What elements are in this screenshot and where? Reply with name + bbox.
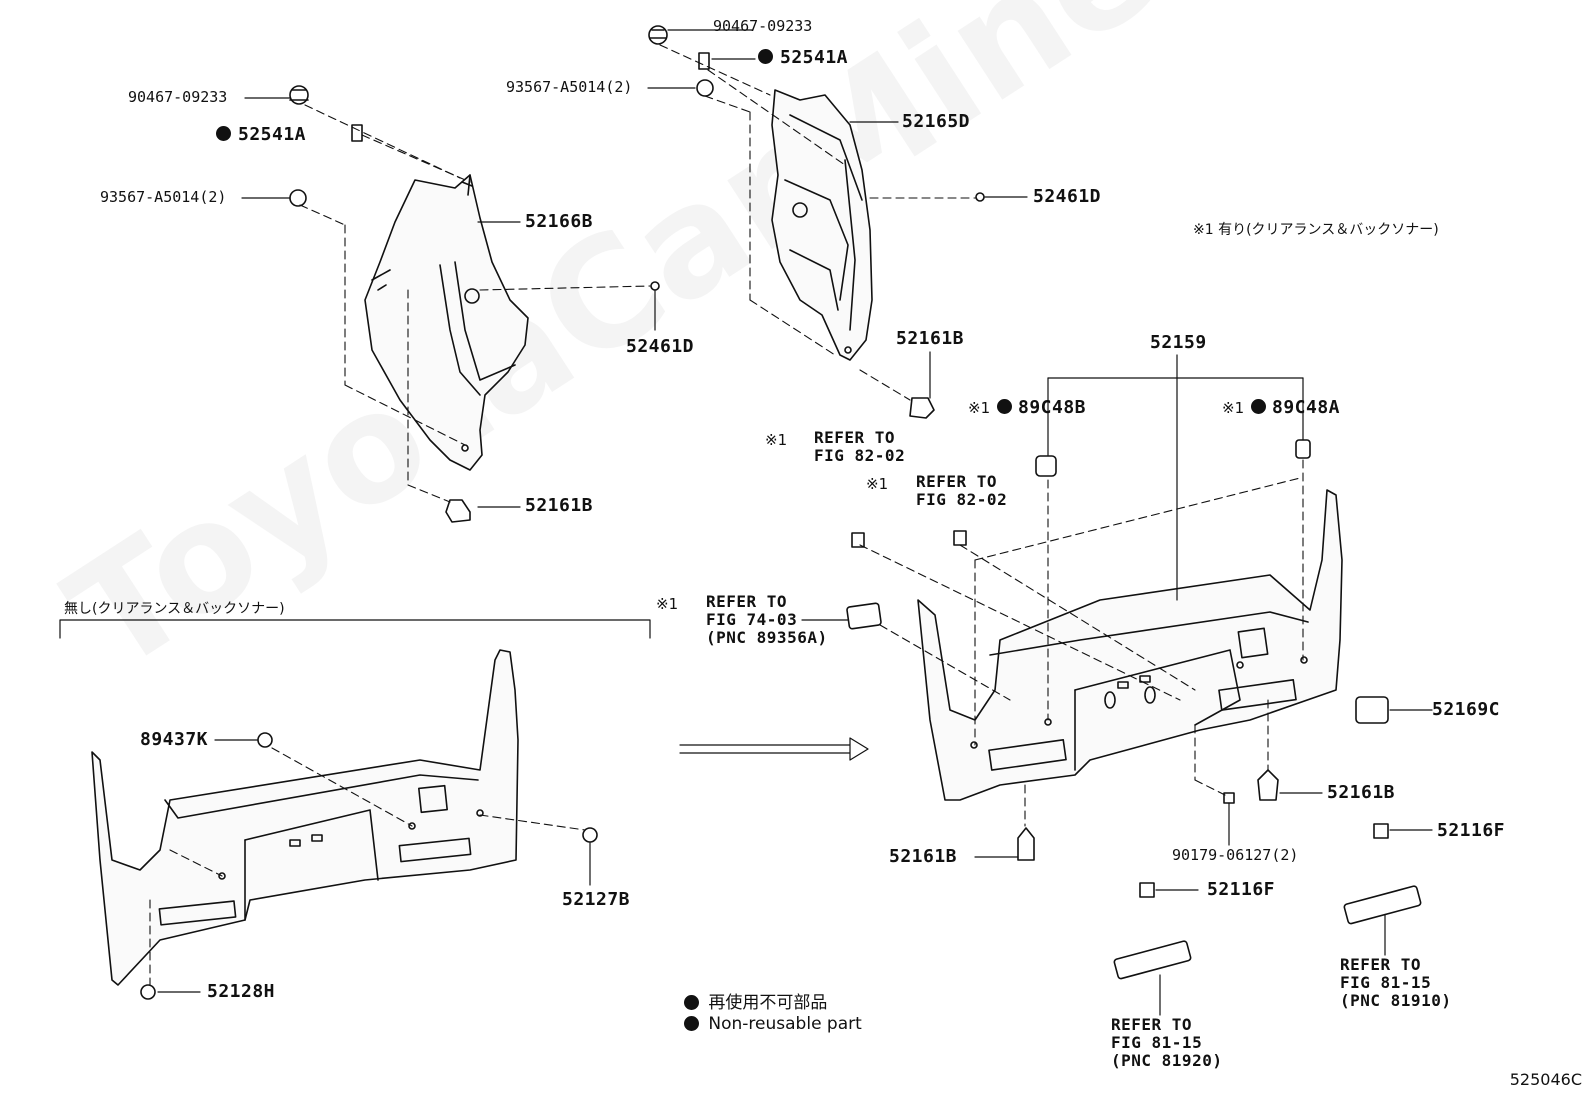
- legend-jp: 再使用不可部品: [684, 988, 827, 1013]
- leader-lines: [59, 29, 1433, 1016]
- note-with-sonar: ※1 有り(クリアランス＆バックソナー): [1193, 222, 1439, 238]
- part-label-52159: 52159: [1150, 332, 1207, 353]
- non-reusable-dot-icon: [216, 126, 231, 141]
- fasteners: [140, 25, 1422, 1000]
- part-label-52161B-left: 52161B: [525, 495, 594, 516]
- part-label-52116F-a: 52116F: [1437, 820, 1506, 841]
- back-panel-52159: [917, 489, 1343, 801]
- part-label-90467-09233-top: 90467-09233: [713, 17, 813, 35]
- side-panel-52166B: [364, 174, 529, 471]
- part-label-52116F-b: 52116F: [1207, 879, 1276, 900]
- ref-fig-74-03: REFER TO FIG 74-03 (PNC 89356A): [706, 592, 828, 647]
- part-label-52169C: 52169C: [1432, 699, 1501, 720]
- part-label-52161B-mid: 52161B: [896, 328, 965, 349]
- part-label-90179-06127: 90179-06127(2): [1172, 846, 1299, 864]
- part-label-52461D-right: 52461D: [1033, 186, 1102, 207]
- part-label-52461D-left: 52461D: [626, 336, 695, 357]
- part-label-52166B: 52166B: [525, 211, 594, 232]
- non-reusable-mark: [758, 48, 777, 66]
- part-label-93567-A5014-left: 93567-A5014(2): [100, 188, 227, 206]
- non-reusable-dot-icon: [1251, 399, 1266, 414]
- diagram-code: 525046C: [1509, 1070, 1582, 1089]
- note-mark-x1: ※1: [765, 431, 788, 449]
- side-panel-52165D: [771, 89, 873, 361]
- non-reusable-mark: [997, 398, 1016, 416]
- note-mark-x1: ※1: [968, 399, 991, 417]
- part-label-52127B: 52127B: [562, 889, 631, 910]
- ref-fig-82-02-b: REFER TO FIG 82-02: [916, 472, 1008, 509]
- note-mark-x1: ※1: [656, 595, 679, 613]
- part-label-52128H: 52128H: [207, 981, 276, 1002]
- part-label-89C48A: 89C48A: [1272, 397, 1341, 418]
- part-label-89C48B: 89C48B: [1018, 397, 1087, 418]
- part-label-52165D: 52165D: [902, 111, 971, 132]
- ref-fig-81-15-b: REFER TO FIG 81-15 (PNC 81920): [1111, 1015, 1223, 1070]
- legend-en-text: Non-reusable part: [708, 1014, 862, 1034]
- non-reusable-dot-icon: [758, 49, 773, 64]
- non-reusable-dot-icon: [684, 1016, 699, 1031]
- legend-en: Non-reusable part: [684, 1014, 862, 1034]
- legend-jp-text: 再使用不可部品: [708, 993, 828, 1013]
- part-label-52541A-top: 52541A: [780, 47, 849, 68]
- part-label-89437K: 89437K: [140, 729, 209, 750]
- part-label-52541A-left: 52541A: [238, 124, 307, 145]
- assembly-lines: [149, 44, 1304, 986]
- note-mark-x1: ※1: [1222, 399, 1245, 417]
- non-reusable-dot-icon: [684, 995, 699, 1010]
- back-panel-without-sonar: [91, 649, 519, 986]
- note-without-sonar: 無し(クリアランス＆バックソナー): [64, 601, 285, 617]
- part-label-52161B-right: 52161B: [1327, 782, 1396, 803]
- part-label-52161B-bottom: 52161B: [889, 846, 958, 867]
- ref-fig-81-15-a: REFER TO FIG 81-15 (PNC 81910): [1340, 955, 1452, 1010]
- non-reusable-mark: [1251, 398, 1270, 416]
- part-label-90467-09233-left: 90467-09233: [128, 88, 228, 106]
- note-mark-x1: ※1: [866, 475, 889, 493]
- ref-fig-82-02-a: REFER TO FIG 82-02: [814, 428, 906, 465]
- non-reusable-dot-icon: [997, 399, 1012, 414]
- part-label-93567-A5014-top: 93567-A5014(2): [506, 78, 633, 96]
- non-reusable-mark: [216, 125, 235, 143]
